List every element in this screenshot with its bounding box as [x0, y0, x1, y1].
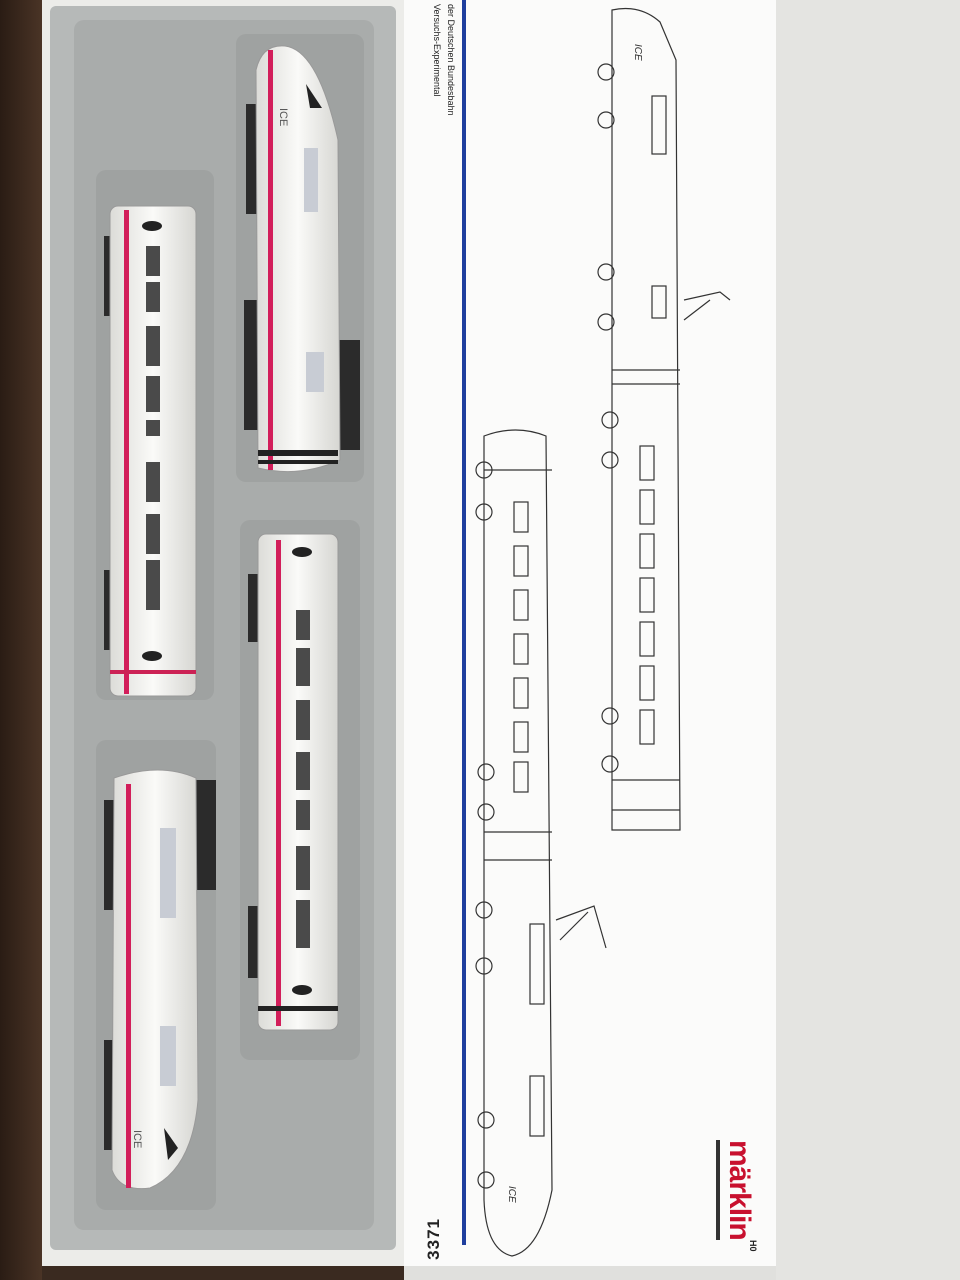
middle-car-right [248, 533, 339, 1031]
lid-caption-line2: der Deutschen Bundesbahn [446, 4, 456, 116]
middle-car-left [104, 205, 197, 697]
article-number: 3371 [424, 1218, 443, 1260]
lid-caption-line1: Versuchs-Experimental [432, 4, 442, 97]
blue-decorative-line [462, 0, 466, 1245]
scale-label: H0 [748, 1240, 758, 1252]
svg-text:ICE: ICE [277, 108, 289, 126]
brand-divider-line [716, 1140, 720, 1240]
svg-text:ICE: ICE [131, 1130, 143, 1148]
train-logo-drawing-top: ICE [632, 44, 643, 61]
lid-side-edge [776, 0, 960, 1280]
lineart-train-upper [597, 7, 731, 831]
power-car-bottom: ICE [104, 769, 216, 1190]
lineart-train-lower [475, 429, 607, 1257]
brand-name: märklin [723, 1140, 756, 1240]
train-logo-drawing: ICE [506, 1186, 517, 1203]
table-background [0, 0, 42, 1280]
lid-bottom-edge [404, 1266, 776, 1280]
brand-logo: märklin [722, 1140, 762, 1240]
box-lid [404, 0, 776, 1272]
power-car-top: ICE [244, 45, 360, 473]
